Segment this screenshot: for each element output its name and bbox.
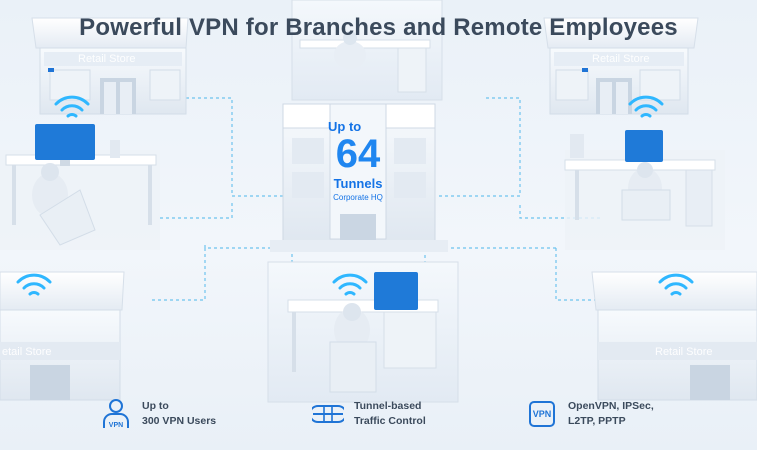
feature-protocols-line1: OpenVPN, IPSec, bbox=[568, 400, 654, 412]
vpn-box-icon: VPN bbox=[526, 398, 558, 430]
vpn-box-label: VPN bbox=[529, 401, 555, 427]
feature-vpn-users-line2: 300 VPN Users bbox=[142, 415, 217, 427]
feature-vpn-users-line1: Up to bbox=[142, 400, 169, 412]
tunnel-icon bbox=[312, 398, 344, 430]
feature-tunnel-line2: Traffic Control bbox=[354, 415, 426, 427]
store-label-bottom-right: Retail Store bbox=[655, 346, 712, 358]
wifi-icon bbox=[628, 95, 664, 118]
office-bottom-center bbox=[267, 261, 459, 403]
hq-up-to-label: Up to bbox=[328, 119, 362, 134]
office-left bbox=[0, 124, 160, 250]
svg-text:VPN: VPN bbox=[109, 422, 123, 429]
wifi-icon bbox=[54, 95, 90, 118]
wifi-icon bbox=[658, 273, 694, 296]
page-title: Powerful VPN for Branches and Remote Emp… bbox=[79, 14, 678, 41]
retail-store-top-left bbox=[31, 17, 189, 115]
feature-vpn-users: VPN Up to 300 VPN Users bbox=[100, 398, 216, 430]
corporate-hq-building bbox=[270, 103, 448, 252]
wifi-icon bbox=[16, 273, 52, 296]
feature-protocols: VPN OpenVPN, IPSec, L2TP, PPTP bbox=[526, 398, 654, 430]
office-right bbox=[564, 130, 725, 250]
feature-tunnel-control: Tunnel-based Traffic Control bbox=[312, 398, 426, 430]
hq-tunnel-count: 64 bbox=[335, 132, 381, 176]
office-top-center bbox=[291, 0, 443, 101]
store-label-bottom-left: etail Store bbox=[2, 346, 52, 358]
wifi-icon bbox=[332, 273, 368, 296]
feature-bar: VPN Up to 300 VPN Users Tunnel-based Tra… bbox=[0, 398, 757, 442]
retail-store-bottom-right bbox=[591, 271, 757, 401]
feature-tunnel-line1: Tunnel-based bbox=[354, 400, 422, 412]
connection-lines bbox=[150, 97, 612, 301]
feature-protocols-line2: L2TP, PPTP bbox=[568, 415, 626, 427]
hq-tunnels-label: Tunnels bbox=[333, 176, 383, 191]
retail-store-top-right bbox=[543, 17, 699, 115]
store-label-top-left: Retail Store bbox=[78, 53, 135, 65]
hq-subtitle: Corporate HQ bbox=[333, 193, 383, 202]
user-vpn-icon: VPN bbox=[100, 398, 132, 430]
store-label-top-right: Retail Store bbox=[592, 53, 649, 65]
retail-store-bottom-left bbox=[0, 271, 125, 401]
